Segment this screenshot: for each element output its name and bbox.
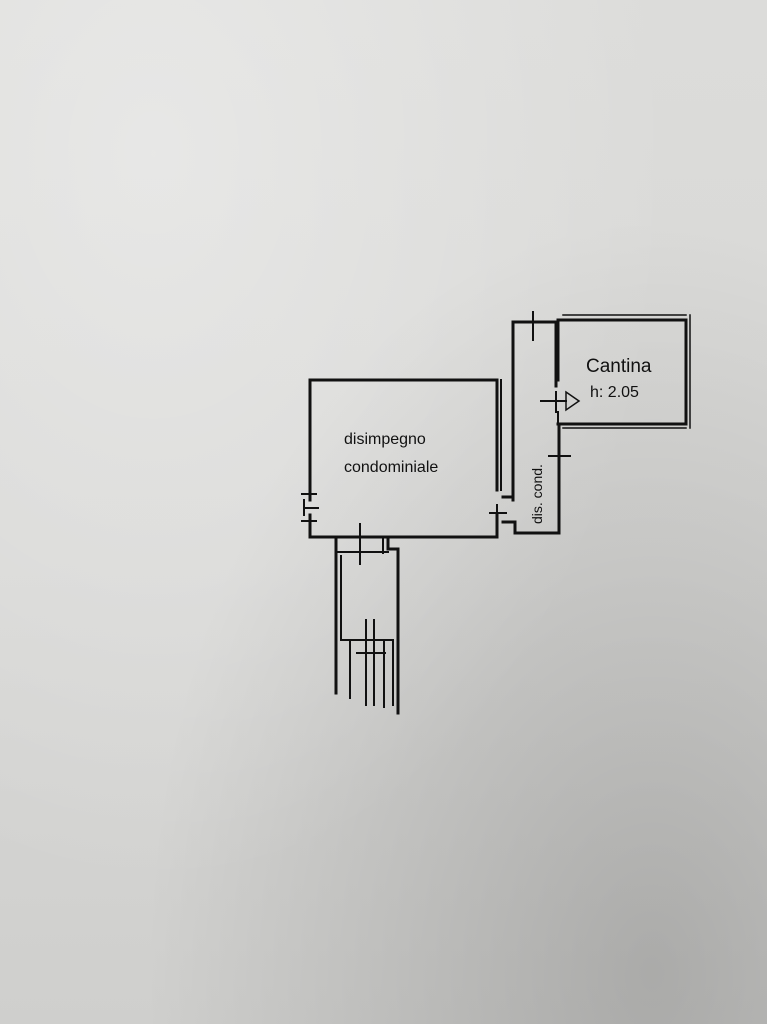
stair-outline [334, 523, 400, 715]
room-label-cantina: Cantina [586, 356, 652, 377]
room-corridor-outline [501, 311, 571, 535]
room-disimpegno-outline [301, 378, 507, 539]
room-height-cantina: h: 2.05 [590, 384, 639, 401]
room-label-disimpegno-line1: disimpegno [344, 431, 426, 448]
room-cantina-outline [540, 314, 691, 429]
room-label-disimpegno-line2: condominiale [344, 459, 438, 476]
room-label-corridor: dis. cond. [529, 464, 545, 524]
